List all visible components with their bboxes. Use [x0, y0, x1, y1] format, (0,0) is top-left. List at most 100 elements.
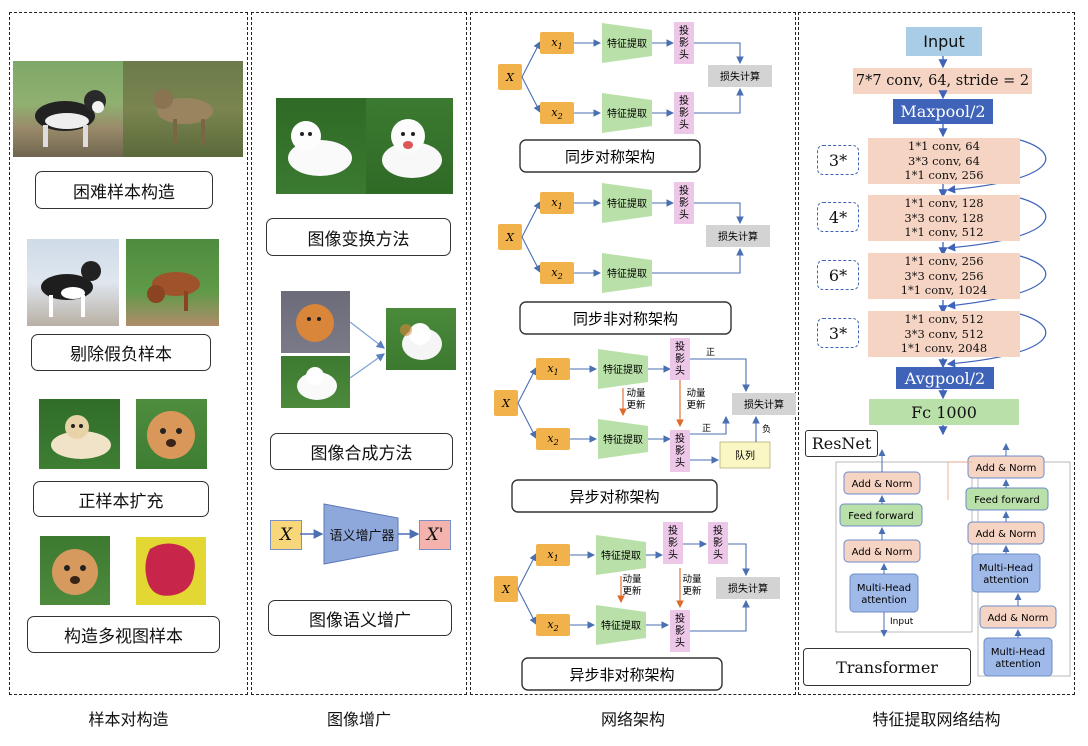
retriever-drinking-image [126, 239, 219, 326]
resnet-maxpool: Maxpool/2 [893, 99, 993, 124]
async-sym-arrow-x2 [517, 402, 537, 439]
sync-sym-input-label: X [505, 71, 515, 84]
async-asym-mom-label-1-1: 动量 [622, 574, 642, 585]
async-sym-proj-bottom-char-1: 影 [675, 445, 685, 457]
sync-sym-proj-bottom-char-0: 投 [679, 94, 689, 107]
sync-sym-loss-label: 损失计算 [720, 70, 760, 83]
resnet-stage-repeat-2: 4* [817, 202, 859, 232]
sync-sym-feature-top-label: 特征提取 [607, 38, 647, 50]
async-sym-mom-label-1-1: 动量 [626, 388, 646, 399]
sync-asym-arrow-x1 [521, 201, 541, 238]
label-hard-negative: 困难样本构造 [35, 171, 213, 209]
sync-asym-input [498, 224, 522, 250]
semantic-input-box: X [270, 520, 302, 550]
section-title-pair: 样本对构造 [88, 710, 169, 729]
sync-sym-proj-top-char-1: 影 [679, 37, 689, 49]
resnet-stage-repeat-3: 6* [817, 260, 859, 290]
label-remove-false-negative: 剔除假负样本 [31, 334, 211, 371]
async-sym-proj-top-char-0: 投 [675, 340, 685, 353]
sync-sym-a5 [694, 42, 744, 65]
sync-sym-title [519, 139, 701, 173]
segmentation-mask-image [136, 537, 206, 605]
async-sym-loss [732, 393, 796, 415]
resnet-stage-3-l3: 1*1 conv, 1024 [900, 283, 988, 298]
async-sym-x1-label: x1 [547, 362, 558, 377]
async-sym-pos-1: 正 [706, 348, 715, 358]
async-asym-x1 [536, 544, 570, 566]
async-sym-mom-label-2-2: 更新 [686, 399, 706, 411]
sync-asym-proj-char-2: 头 [679, 209, 689, 221]
async-asym-title [521, 657, 723, 691]
resnet-fc: Fc 1000 [869, 399, 1019, 425]
async-asym-mom-label-1-2: 更新 [622, 585, 642, 597]
async-asym-feature-top-label: 特征提取 [601, 550, 641, 562]
async-sym-queue [719, 441, 771, 469]
async-sym-feature-top [598, 349, 648, 389]
golden-retriever-face-image [136, 399, 207, 469]
async-asym-input-label: X [501, 583, 511, 596]
async-asym-proj-2-char-1: 影 [713, 537, 723, 549]
sync-sym-loss [708, 65, 772, 87]
label-image-synthesis: 图像合成方法 [270, 433, 453, 470]
resnet-stage-3-l1: 1*1 conv, 256 [904, 254, 984, 269]
async-asym-proj-2 [708, 522, 728, 564]
samoyed-image-1 [276, 98, 366, 194]
panel-architectures [470, 12, 796, 695]
tf-cross-link [947, 461, 972, 500]
async-asym-a6 [728, 543, 750, 577]
tf-encoder-frame [835, 461, 973, 633]
resnet-conv1: 7*7 conv, 64, stride = 2 [853, 68, 1032, 94]
resnet-stage-2-l1: 1*1 conv, 128 [904, 196, 984, 211]
resnet-stage-2-l3: 1*1 conv, 512 [904, 225, 984, 240]
sync-asym-feature-bottom-label: 特征提取 [607, 268, 647, 280]
sync-asym-proj-char-0: 投 [679, 184, 689, 197]
tf-dec-mha-1-line-1: attention [983, 575, 1029, 586]
section-title-backbone: 特征提取网络结构 [872, 710, 1001, 729]
synthesis-arrows [349, 321, 385, 379]
semantic-input-label: X [279, 525, 293, 545]
async-sym-feature-bottom-label: 特征提取 [603, 434, 643, 446]
tf-enc-add-norm-top-line-0: Add & Norm [852, 479, 913, 490]
sync-asym-proj [674, 182, 694, 224]
resnet-input: Input [906, 27, 982, 56]
resnet-avgpool-label: Avgpool/2 [904, 368, 986, 388]
sync-sym-proj-top [674, 22, 694, 64]
sync-asym-a6 [652, 247, 744, 274]
sync-sym-feature-top [602, 23, 652, 63]
resnet-stage-repeat-4: 3* [817, 318, 859, 348]
sync-asym-arrow-x2 [521, 236, 541, 273]
panel-pair-construction [9, 12, 248, 695]
async-asym-loss-label: 损失计算 [728, 582, 768, 595]
resnet-stage-4-l2: 3*3 conv, 512 [904, 326, 984, 341]
async-sym-x1 [536, 358, 570, 380]
semantic-output-label: X' [426, 525, 444, 545]
tf-enc-add-norm-bottom-line-0: Add & Norm [852, 547, 913, 558]
tf-dec-add-norm-2-line-0: Add & Norm [976, 529, 1037, 540]
tf-enc-mha-line-1: attention [861, 595, 907, 606]
dog-face-image [40, 536, 110, 605]
sync-sym-input [498, 64, 522, 90]
async-sym-a5 [690, 358, 750, 393]
panel-augmentation [251, 12, 467, 695]
sync-asym-proj-char-1: 影 [679, 197, 689, 209]
resnet-avgpool: Avgpool/2 [896, 367, 994, 389]
resnet-stage-4-l3: 1*1 conv, 2048 [900, 341, 988, 356]
resnet-input-label: Input [923, 32, 965, 51]
async-asym-x2 [536, 614, 570, 636]
sync-sym-proj-bottom-char-1: 影 [679, 107, 689, 119]
shepherd-dog-image [27, 239, 119, 326]
semantic-output-box: X' [419, 520, 451, 550]
async-sym-proj-top-char-1: 影 [675, 353, 685, 365]
async-sym-mom-label-1-2: 更新 [626, 399, 646, 411]
sync-asym-input-label: X [505, 231, 515, 244]
resnet-stage-3-l2: 3*3 conv, 256 [904, 268, 984, 283]
section-title-arch: 网络架构 [600, 710, 665, 729]
async-sym-neg: 负 [762, 423, 771, 435]
async-sym-proj-bottom-char-0: 投 [675, 432, 685, 445]
async-sym-input-label: X [501, 397, 511, 410]
semantic-augmenter [300, 503, 420, 565]
async-asym-feature-top [596, 535, 646, 575]
sync-sym-proj-bottom [674, 92, 694, 134]
samoyed-image-2 [366, 98, 453, 194]
